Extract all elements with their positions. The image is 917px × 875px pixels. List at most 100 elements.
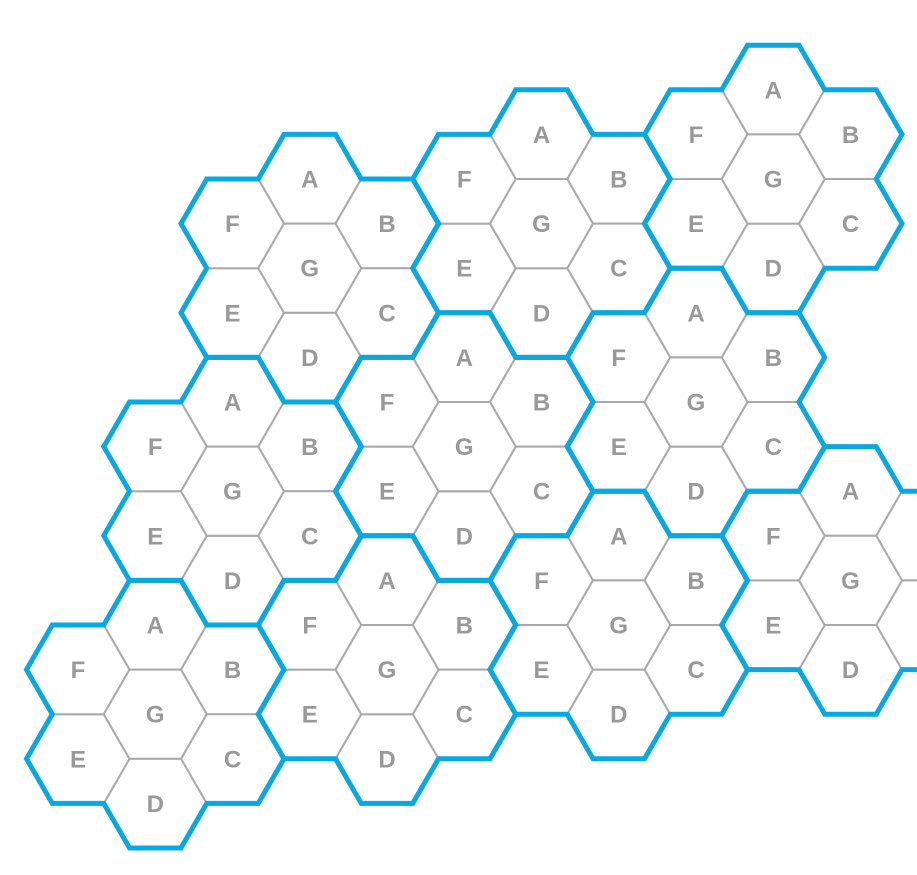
hex-cell-label: E (147, 523, 163, 550)
hex-cell-g: G (720, 133, 826, 225)
hex-cell-g: G (180, 445, 285, 537)
hex-cell-label: B (301, 434, 318, 461)
hex-cell-label: G (687, 390, 706, 417)
hex-cell-label: D (147, 791, 164, 818)
hex-cell-shape (257, 222, 363, 314)
hex-cell-label: F (689, 122, 704, 149)
hex-cell-label: A (378, 568, 395, 595)
hex-cell-shape (102, 668, 208, 760)
hex-cell-g: G (798, 534, 903, 626)
hex-cell-label: B (687, 568, 704, 595)
hex-cell-g: G (334, 624, 440, 716)
hex-cell-label: G (223, 479, 242, 506)
hex-cell-label: C (378, 300, 395, 327)
hex-cell-label: C (533, 479, 550, 506)
hex-cell-label: B (378, 211, 395, 238)
hex-cell-label: D (765, 256, 782, 283)
hex-cell-label: E (688, 211, 704, 238)
hex-cell-g: G (257, 222, 363, 314)
hex-cells-layer: A B C D E F G A B C D E F G A B C D E F G A B C D E F G A B C D E F G A B C D E… (25, 44, 917, 849)
hex-cell-label: E (456, 256, 472, 283)
hex-cell-label: A (224, 390, 241, 417)
hex-cell-label: D (378, 746, 395, 773)
hex-cell-shape (566, 579, 672, 671)
hex-cell-label: G (841, 568, 860, 595)
hex-cell-label: B (610, 167, 627, 194)
hex-cluster: A B C D E F G (643, 44, 903, 314)
hex-cell-label: F (457, 167, 472, 194)
hex-cell-shape (720, 133, 826, 225)
hex-cell-g: G (566, 579, 672, 671)
hex-cell-shape (180, 445, 285, 537)
hex-cell-label: E (611, 434, 627, 461)
hex-cell-shape (643, 356, 749, 448)
hex-cell-label: C (301, 523, 318, 550)
hex-cell-label: C (687, 657, 704, 684)
hex-cell-label: F (611, 345, 626, 372)
hex-cell-label: A (765, 77, 782, 104)
hex-cell-label: G (455, 434, 474, 461)
hex-cell-label: A (687, 300, 704, 327)
hex-cell-label: C (456, 702, 473, 729)
hex-cluster: A B C D E F G (334, 311, 594, 582)
hex-cell-shape (411, 401, 517, 493)
hex-cell-label: B (224, 657, 241, 684)
hex-cell-label: F (534, 568, 549, 595)
hex-cell-shape (798, 534, 903, 626)
hex-cell-g: G (643, 356, 749, 448)
hex-cell-label: A (456, 345, 473, 372)
hex-cell-label: F (225, 211, 240, 238)
hex-cell-label: G (764, 167, 783, 194)
hex-cluster: A B C D E F G (180, 133, 440, 403)
hex-cell-label: B (456, 613, 473, 640)
hex-cell-label: E (379, 479, 395, 506)
hex-cell-label: F (148, 434, 163, 461)
hex-cell-label: F (302, 613, 317, 640)
hex-cell-g: G (102, 668, 208, 760)
hex-cell-g: G (411, 401, 517, 493)
hex-cell-label: E (70, 746, 86, 773)
hex-cell-label: D (224, 568, 241, 595)
hex-cell-label: A (533, 122, 550, 149)
hex-cell-label: F (71, 657, 86, 684)
hex-cell-shape (334, 624, 440, 716)
hex-cell-label: D (533, 300, 550, 327)
hex-cell-label: A (610, 523, 627, 550)
hex-cell-label: A (147, 613, 164, 640)
hex-cell-label: B (842, 122, 859, 149)
hex-cell-label: E (224, 300, 240, 327)
hex-cell-label: F (766, 523, 781, 550)
hex-cell-label: E (765, 613, 781, 640)
hex-cell-label: E (533, 657, 549, 684)
hex-cell-label: C (610, 256, 627, 283)
hex-cell-label: G (146, 702, 165, 729)
hex-cell-label: F (380, 390, 395, 417)
hex-cell-label: D (687, 479, 704, 506)
hex-cell-label: D (456, 523, 473, 550)
hex-cluster: A B C D E F G (566, 267, 826, 537)
hex-cell-label: D (842, 657, 859, 684)
hex-cell-g: G (489, 178, 594, 270)
hex-cell-label: B (765, 345, 782, 372)
hex-cell-label: C (224, 746, 241, 773)
hex-cluster: A B C D E F G (489, 490, 749, 760)
hex-cell-label: G (300, 256, 319, 283)
hex-cell-label: B (533, 390, 550, 417)
cluster-outline (641, 42, 905, 316)
hex-cell-label: G (532, 211, 551, 238)
hex-cell-label: A (842, 479, 859, 506)
hex-cell-label: G (609, 613, 628, 640)
hex-cell-label: G (378, 657, 397, 684)
hex-cell-label: C (765, 434, 782, 461)
hex-cell-label: A (301, 167, 318, 194)
hex-cluster: A B C D E F G (102, 356, 363, 626)
hex-cell-label: D (301, 345, 318, 372)
cluster-outlines-layer (23, 42, 917, 851)
hex-cell-label: E (302, 702, 318, 729)
hex-cell-label: D (610, 702, 627, 729)
hex-cell-label: C (842, 211, 859, 238)
hex-cluster: A B C D E F G (25, 579, 285, 849)
hex-cell-shape (489, 178, 594, 270)
